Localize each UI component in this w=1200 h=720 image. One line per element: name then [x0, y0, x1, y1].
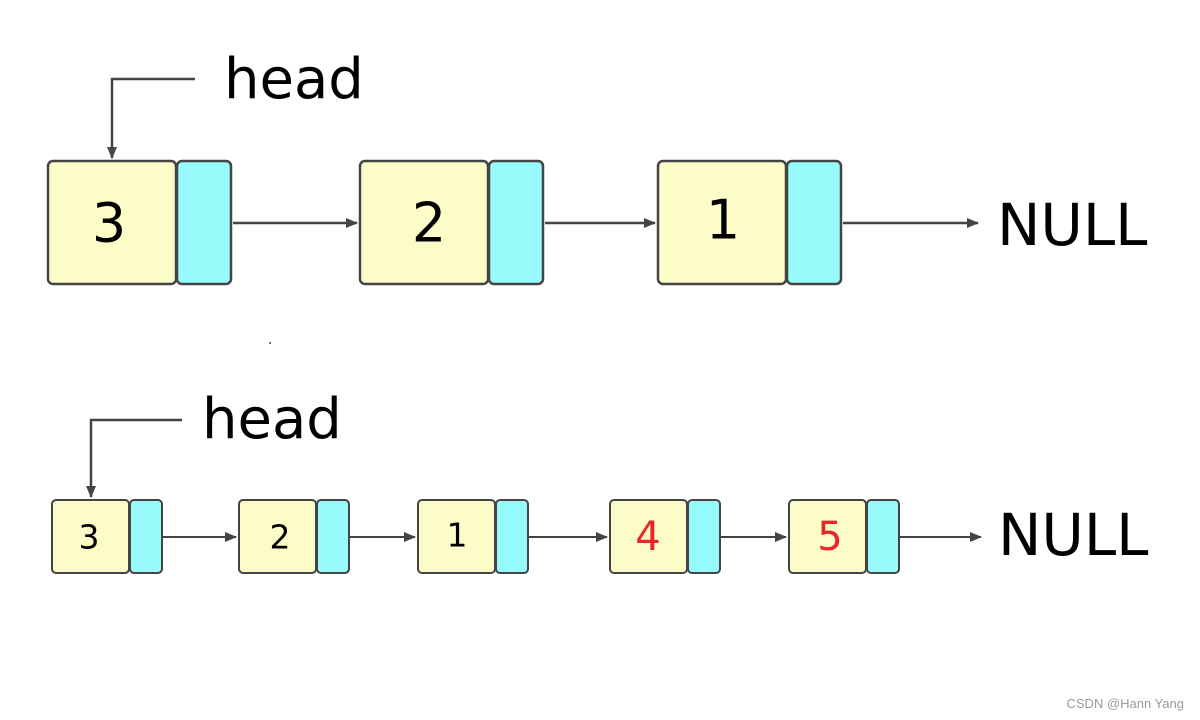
list-node: 3 [51, 499, 163, 574]
head-label: head [224, 47, 364, 112]
node-value: 2 [270, 518, 291, 557]
list-diagram-original: head 3 2 1 NULL [46, 47, 1147, 286]
node-next-cell [316, 499, 350, 574]
node-next-cell [487, 159, 545, 286]
list-node: 2 [358, 159, 545, 286]
null-label: NULL [997, 191, 1147, 259]
head-pointer-arrow [86, 418, 182, 498]
stray-dot [269, 342, 271, 344]
node-value: 1 [447, 516, 468, 555]
node-value: 1 [706, 189, 740, 252]
node-next-cell [129, 499, 163, 574]
list-node-appended: 5 [788, 499, 900, 574]
list-node: 2 [238, 499, 350, 574]
node-value-highlighted: 5 [817, 514, 842, 560]
list-node: 1 [417, 499, 529, 574]
null-label: NULL [998, 501, 1148, 569]
node-next-cell [866, 499, 900, 574]
list-node: 3 [46, 159, 233, 286]
node-next-cell [175, 159, 233, 286]
node-next-cell [495, 499, 529, 574]
node-value: 3 [79, 518, 100, 557]
node-next-cell [785, 159, 843, 286]
list-diagram-appended: head 3 2 1 4 5 [51, 387, 1148, 574]
watermark-text: CSDN @Hann Yang [1067, 696, 1185, 711]
list-node: 1 [656, 159, 843, 286]
head-label: head [202, 387, 342, 452]
node-value-highlighted: 4 [635, 514, 660, 560]
node-value: 3 [92, 192, 126, 255]
node-next-cell [687, 499, 721, 574]
head-pointer-arrow [107, 77, 195, 159]
node-value: 2 [412, 192, 446, 255]
list-node-appended: 4 [609, 499, 721, 574]
